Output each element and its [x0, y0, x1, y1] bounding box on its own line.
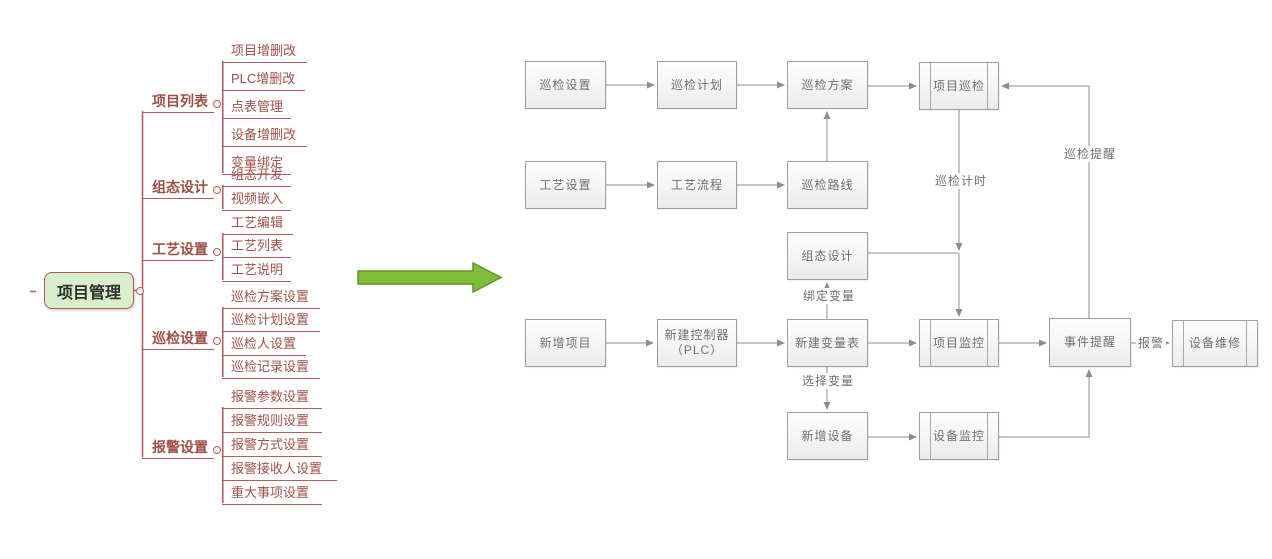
- mindmap-leaf[interactable]: 点表管理: [222, 97, 291, 119]
- edge-label-select-variables: 选择变量: [799, 373, 857, 389]
- node-label-line2: （PLC）: [670, 343, 724, 357]
- node-equipment-monitoring[interactable]: 设备监控: [919, 412, 999, 460]
- mindmap-leaf[interactable]: 报警规则设置: [222, 411, 322, 433]
- mindmap-leaf[interactable]: 报警方式设置: [222, 435, 322, 457]
- node-equipment-repair[interactable]: 设备维修: [1172, 320, 1258, 367]
- mindmap-leaf[interactable]: 重大事项设置: [222, 483, 322, 505]
- mindmap-leaf[interactable]: 变量绑定: [222, 153, 291, 175]
- mindmap-leaf[interactable]: 项目增删改: [222, 41, 307, 63]
- edge-label-alarm: 报警: [1136, 335, 1166, 351]
- node-new-equipment[interactable]: 新增设备: [787, 412, 868, 460]
- edge-label-bind-variables: 绑定变量: [800, 288, 858, 304]
- mindmap-branch-alarm-settings[interactable]: 报警设置: [142, 437, 214, 459]
- mindmap-leaf[interactable]: 组态开发: [222, 165, 291, 187]
- collapse-handle-icon[interactable]: [213, 446, 221, 454]
- edge-label-inspection-reminder: 巡检提醒: [1061, 146, 1119, 162]
- mindmap-leaf[interactable]: 巡检计划设置: [222, 310, 320, 332]
- mindmap-leaf[interactable]: 工艺编辑: [222, 213, 293, 235]
- collapse-handle-icon[interactable]: [213, 337, 221, 345]
- mindmap-leaf[interactable]: 报警接收人设置: [222, 459, 337, 481]
- node-new-variable-table[interactable]: 新建变量表: [787, 319, 868, 367]
- node-process-flow[interactable]: 工艺流程: [657, 161, 737, 209]
- mindmap-leaf[interactable]: 工艺说明: [222, 260, 291, 282]
- node-event-reminder[interactable]: 事件提醒: [1049, 318, 1131, 367]
- mindmap-leaf[interactable]: 巡检人设置: [222, 334, 306, 356]
- mindmap-branch-project-list[interactable]: 项目列表: [142, 91, 214, 113]
- flowchart-connectors: [606, 81, 1170, 441]
- node-project-inspection[interactable]: 项目巡检: [919, 62, 999, 110]
- mindmap-branch-config-design[interactable]: 组态设计: [142, 177, 214, 199]
- mindmap-leaf[interactable]: 巡检方案设置: [222, 287, 320, 309]
- mindmap-leaf[interactable]: 视频嵌入: [222, 189, 291, 211]
- node-configuration-design[interactable]: 组态设计: [787, 232, 868, 280]
- collapse-handle-icon[interactable]: [213, 248, 221, 256]
- mindmap-branch-process-settings[interactable]: 工艺设置: [142, 239, 214, 261]
- collapse-handle-icon[interactable]: [213, 100, 221, 108]
- root-collapse-handle-icon[interactable]: [136, 287, 144, 295]
- node-new-controller-plc[interactable]: 新建控制器 （PLC）: [657, 319, 737, 367]
- node-inspection-settings[interactable]: 巡检设置: [525, 61, 606, 109]
- transform-arrow: [357, 261, 503, 294]
- mindmap-leaf[interactable]: 设备增删改: [222, 125, 307, 147]
- mindmap-root-node[interactable]: 项目管理: [44, 272, 134, 309]
- mindmap-lines: [30, 61, 224, 503]
- node-inspection-route[interactable]: 巡检路线: [787, 161, 868, 209]
- node-label-line1: 新建控制器: [664, 328, 730, 342]
- edge-label-inspection-timing: 巡检计时: [932, 173, 990, 189]
- node-new-project[interactable]: 新增项目: [525, 319, 606, 367]
- mindmap-leaf[interactable]: 报警参数设置: [222, 387, 322, 409]
- node-inspection-scheme[interactable]: 巡检方案: [787, 61, 868, 109]
- mindmap-leaf[interactable]: 工艺列表: [222, 236, 291, 258]
- mindmap-branch-inspection-settings[interactable]: 巡检设置: [142, 328, 214, 350]
- node-inspection-plan[interactable]: 巡检计划: [657, 61, 737, 109]
- mindmap-leaf[interactable]: PLC增删改: [222, 69, 305, 91]
- node-process-settings[interactable]: 工艺设置: [525, 161, 606, 209]
- node-project-monitoring[interactable]: 项目监控: [919, 319, 999, 367]
- mindmap-leaf[interactable]: 巡检记录设置: [222, 357, 320, 379]
- collapse-handle-icon[interactable]: [213, 186, 221, 194]
